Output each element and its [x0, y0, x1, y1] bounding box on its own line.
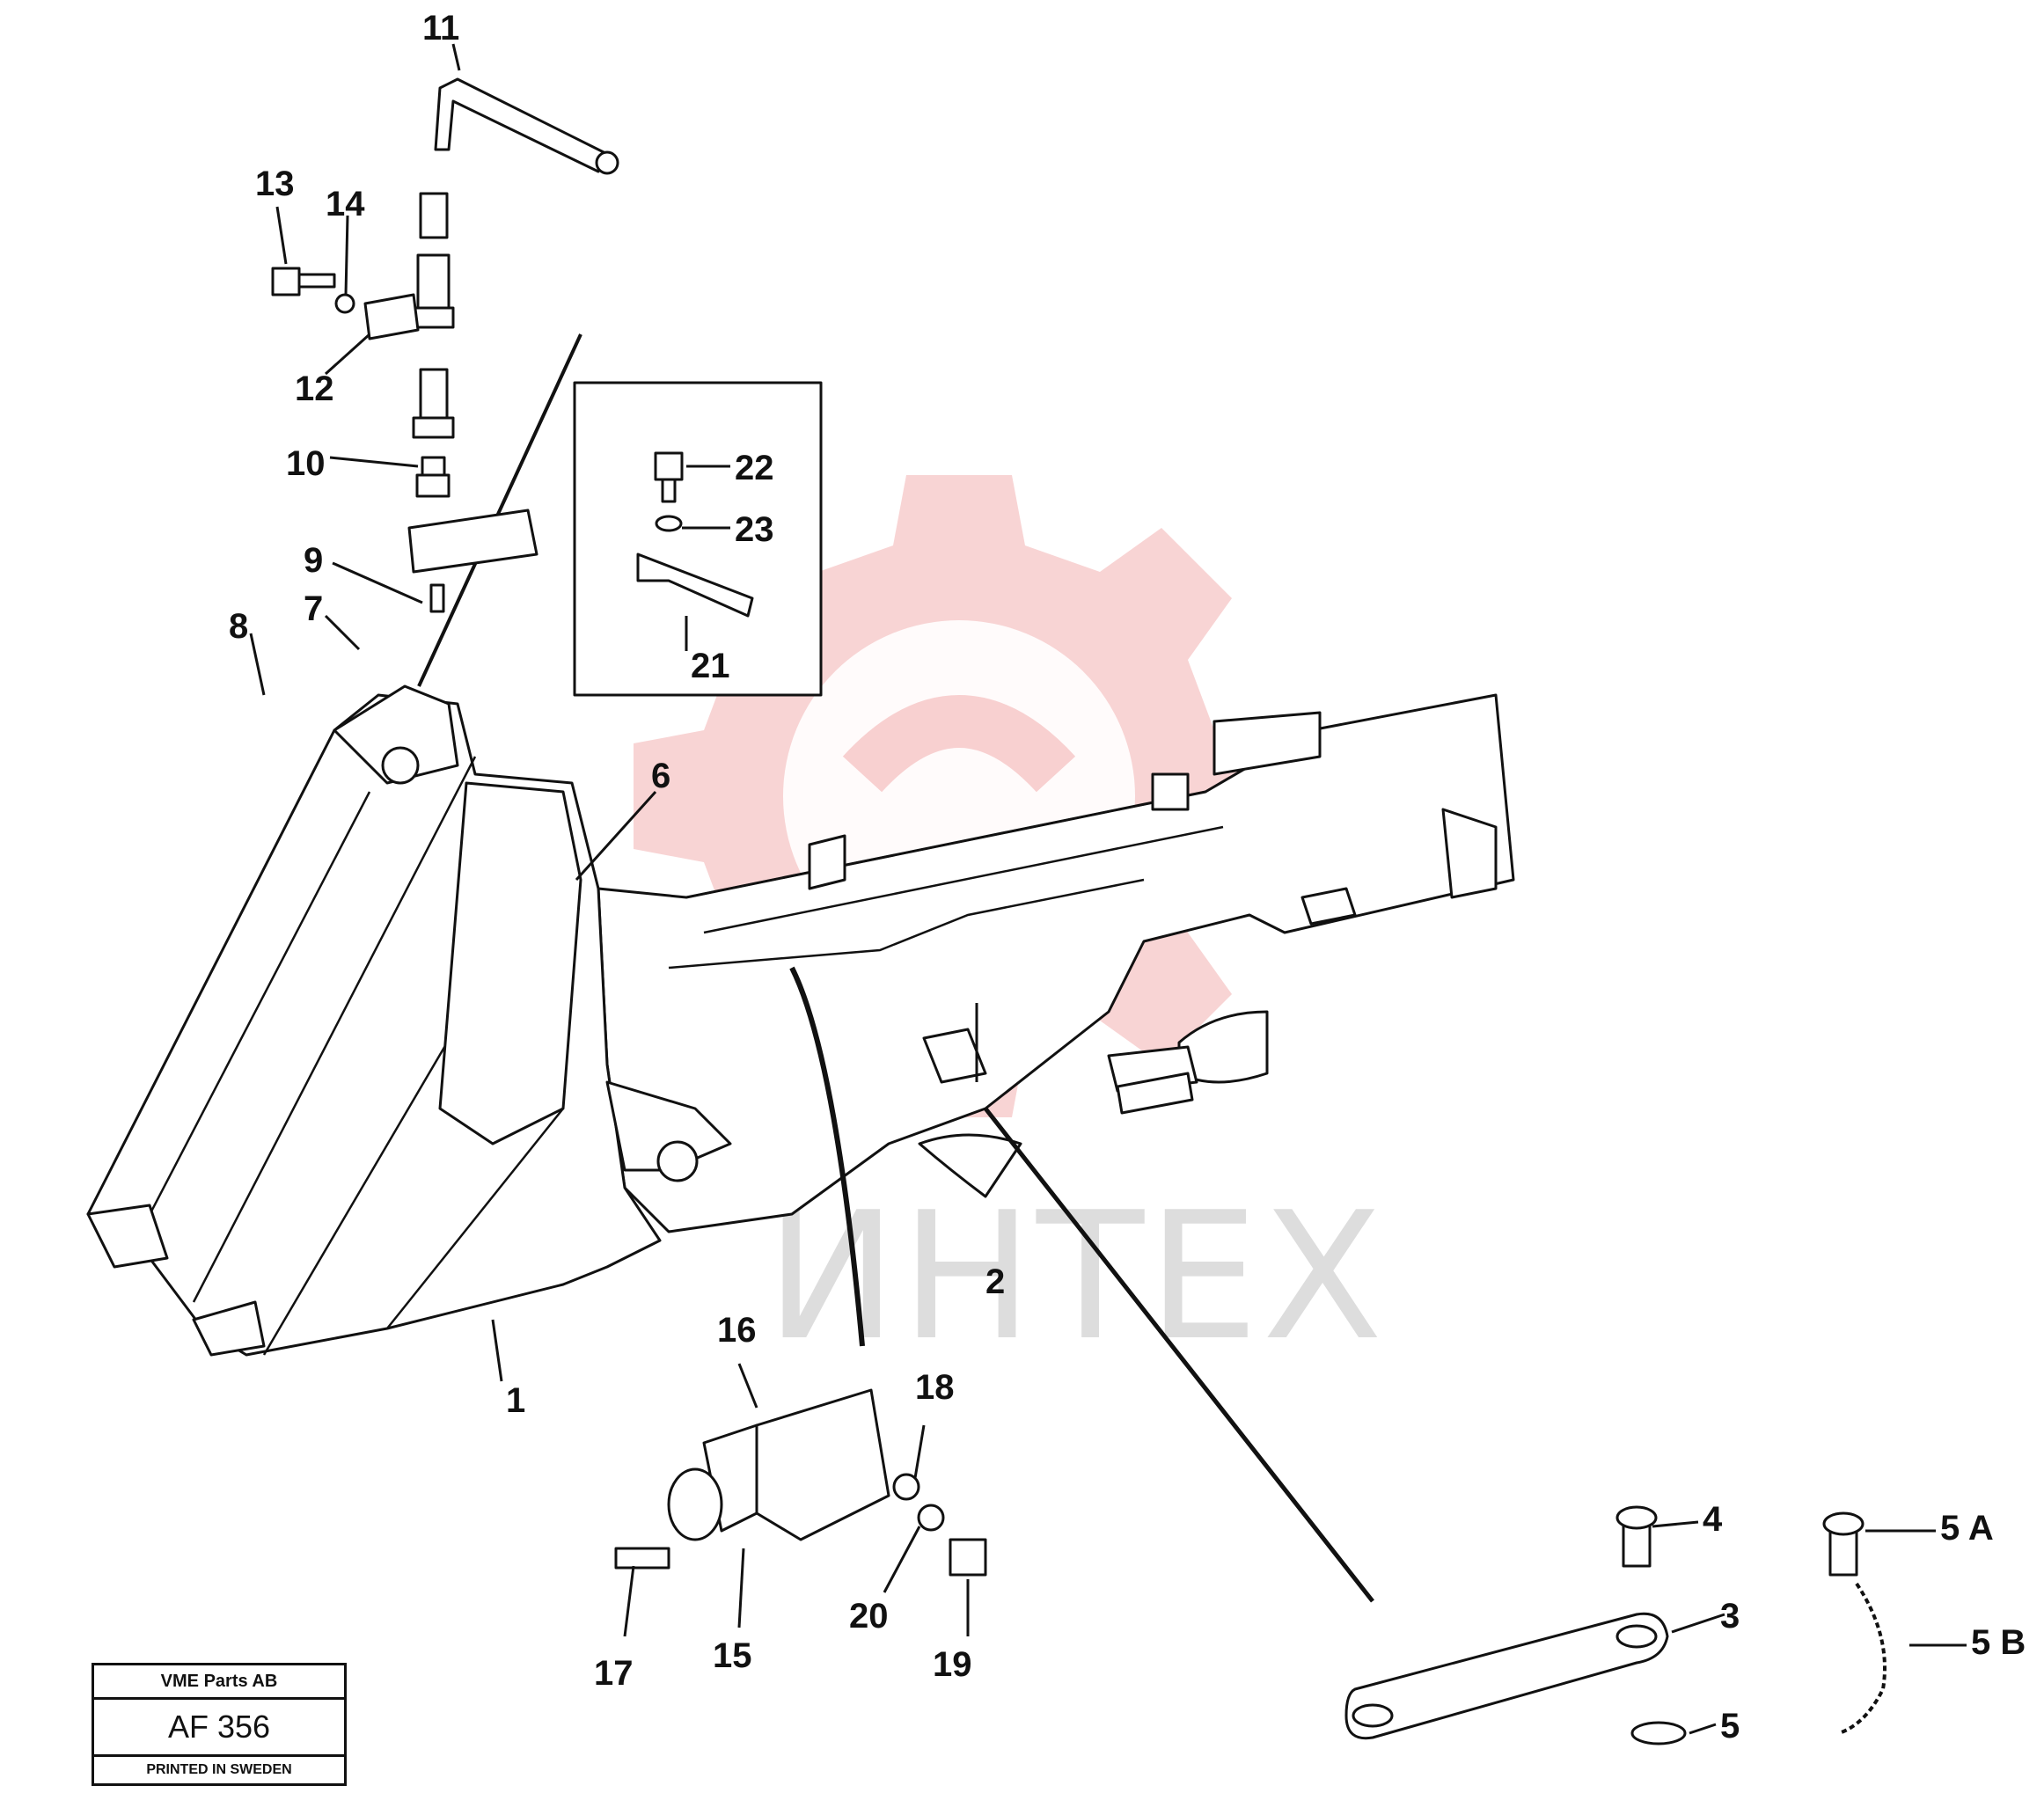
callout-15: 15 — [713, 1636, 752, 1675]
title-block: VME Parts AB AF 356 PRINTED IN SWEDEN — [92, 1663, 347, 1786]
callout-leaders — [249, 43, 1967, 1735]
rear-frame — [597, 693, 1515, 1233]
callout-11: 11 — [422, 9, 459, 48]
part-16-bracket — [614, 1388, 987, 1577]
callout-5a: 5 A — [1940, 1509, 1994, 1548]
callout-20: 20 — [849, 1597, 889, 1636]
callout-16: 16 — [717, 1311, 757, 1350]
callout-19: 19 — [933, 1645, 972, 1684]
callout-21: 21 — [691, 647, 730, 685]
callout-10: 10 — [286, 444, 326, 483]
pin-assembly — [363, 192, 538, 613]
company-name: VME Parts AB — [94, 1665, 344, 1700]
callout-14: 14 — [326, 185, 365, 223]
callout-3: 3 — [1720, 1597, 1740, 1636]
detail-inset — [573, 381, 823, 697]
printed-note: PRINTED IN SWEDEN — [146, 1762, 292, 1777]
callout-7: 7 — [304, 589, 323, 628]
callout-22: 22 — [735, 449, 774, 487]
callout-6: 6 — [651, 757, 670, 795]
callout-18: 18 — [915, 1368, 955, 1407]
callout-2: 2 — [985, 1262, 1005, 1301]
part-13-bolt — [271, 267, 355, 314]
callout-9: 9 — [304, 541, 323, 580]
callout-12: 12 — [295, 370, 334, 408]
callout-1: 1 — [506, 1381, 525, 1420]
drawing-code: AF 356 — [94, 1700, 344, 1757]
callout-23: 23 — [735, 510, 774, 549]
callout-13: 13 — [255, 165, 295, 203]
callout-5b: 5 B — [1971, 1623, 2026, 1662]
callout-4: 4 — [1703, 1500, 1723, 1539]
callout-labels: 11 13 14 12 10 9 7 8 6 22 23 21 2 1 16 1… — [229, 9, 2026, 1745]
watermark-text: ИНТЕХ — [766, 1175, 1387, 1380]
callout-5: 5 — [1720, 1707, 1740, 1745]
callout-17: 17 — [594, 1654, 634, 1693]
part-3-link — [1344, 1505, 1886, 1745]
front-frame — [86, 684, 732, 1357]
part-11-lever — [434, 77, 619, 175]
callout-8: 8 — [229, 607, 248, 646]
